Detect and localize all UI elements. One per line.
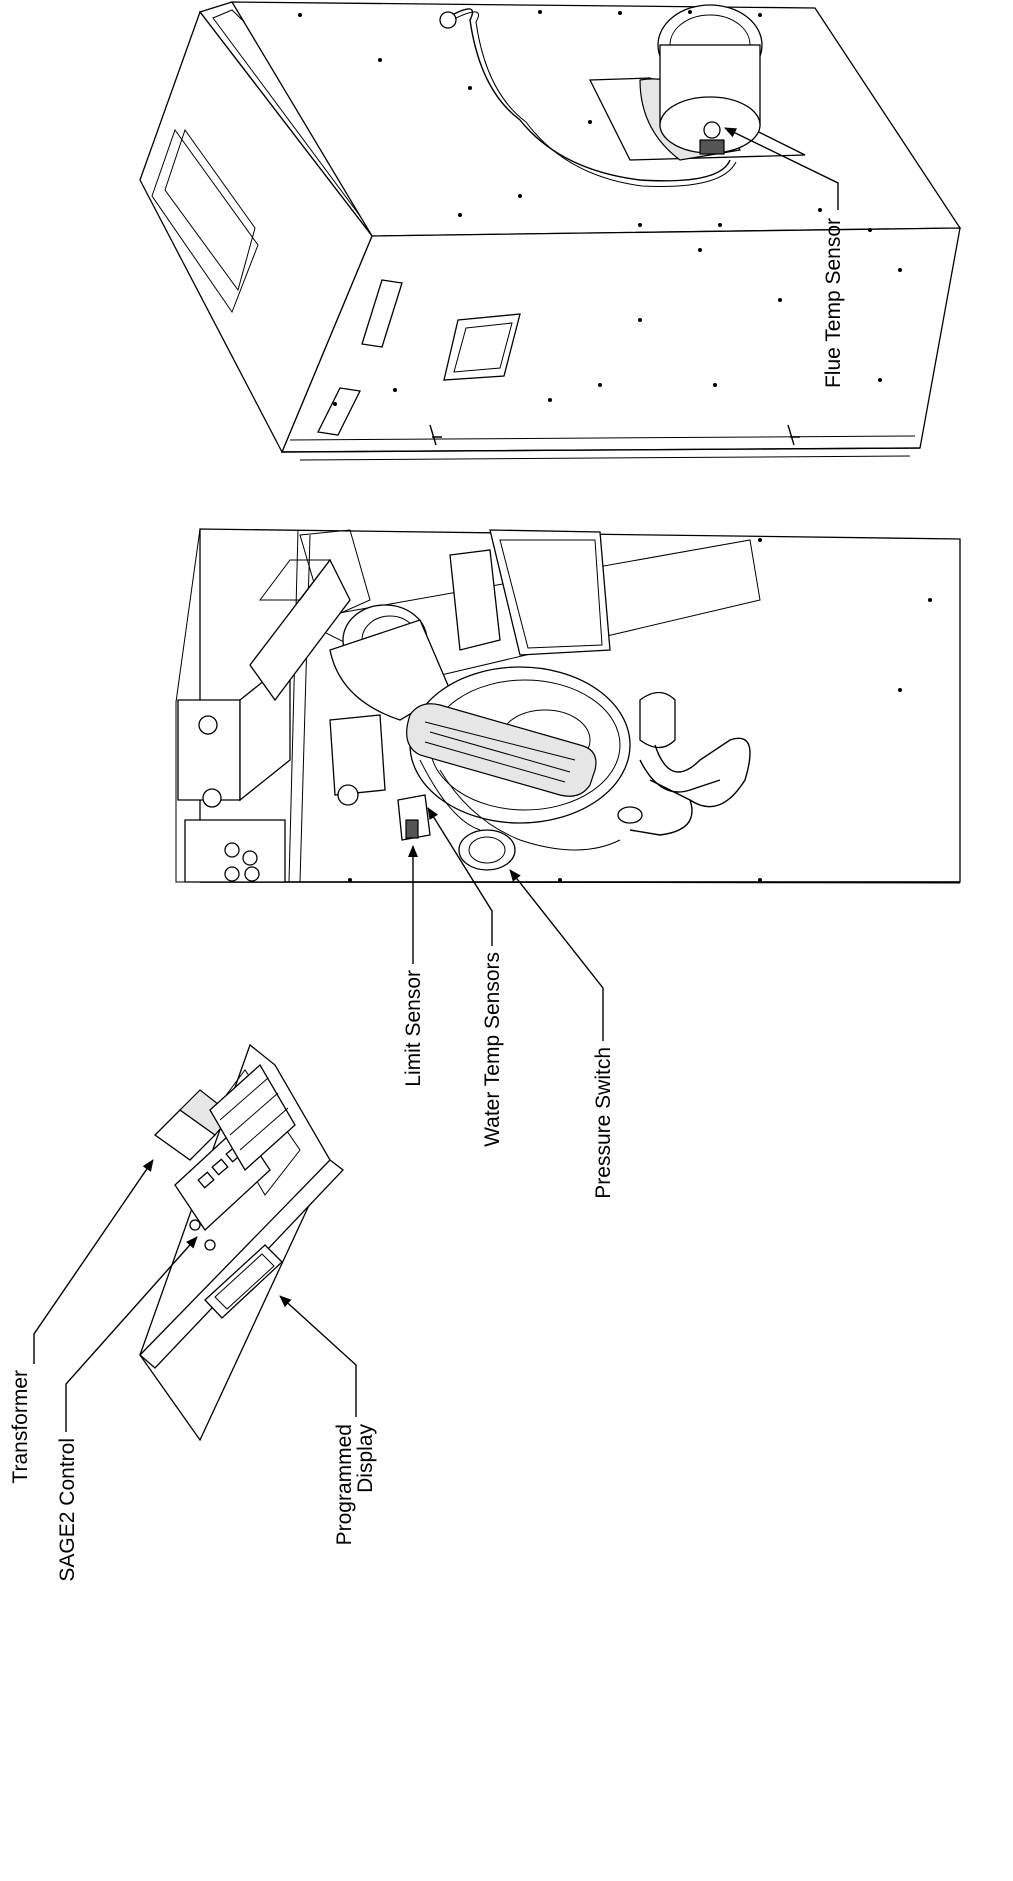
programmed-display-label-line2: Display [354, 1424, 377, 1493]
pressure-switch-label: Pressure Switch [592, 1047, 615, 1199]
water-temp-sensors-label: Water Temp Sensors [481, 952, 504, 1147]
boiler-cabinet-interior [175, 528, 961, 884]
control-module [139, 1043, 344, 1442]
boiler-cabinet-exterior [139, 1, 962, 461]
flue-temp-sensor-label: Flue Temp Sensor [822, 218, 845, 388]
sage2-control-label: SAGE2 Control [56, 1438, 79, 1582]
limit-sensor-label: Limit Sensor [402, 970, 425, 1087]
leader-lines [33, 127, 839, 1432]
programmed-display-label-line1: Programmed [333, 1424, 356, 1545]
transformer-label: Transformer [9, 1370, 32, 1484]
